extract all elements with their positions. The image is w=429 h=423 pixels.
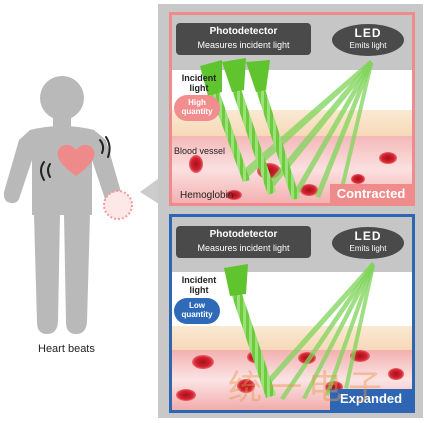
- panel-expanded: [169, 214, 415, 413]
- photodetector-title: Photodetector: [209, 26, 278, 37]
- heart-beats-caption: Heart beats: [38, 343, 95, 355]
- incident-light-label: Incident light: [177, 73, 221, 93]
- photodetector-subtitle: Measures incident light: [197, 40, 290, 50]
- blood-vessel-label: Blood vessel: [174, 146, 226, 156]
- led-title-expanded: LED: [354, 229, 382, 243]
- low-quantity-badge: [174, 298, 220, 324]
- light-word-expanded: light: [189, 285, 209, 295]
- callout-pointer: [140, 176, 162, 206]
- heart-icon: [57, 144, 95, 176]
- led-subtitle: Emits light: [349, 41, 387, 50]
- led-title: LED: [354, 26, 382, 40]
- expanded-label-bg: [330, 389, 412, 410]
- expanded-label: Expanded: [339, 391, 403, 406]
- led-ellipse-expanded: [332, 227, 404, 259]
- contracted-label: Contracted: [336, 186, 406, 201]
- incident-word-expanded: Incident: [181, 275, 217, 285]
- quantity-level-expanded: Low: [189, 301, 205, 310]
- person-figure: [3, 76, 122, 334]
- light-rays-contracted: [200, 58, 373, 200]
- quantity-level: High: [188, 98, 206, 107]
- photodetector-box: [176, 23, 311, 55]
- quantity-word-expanded: quantity: [181, 310, 213, 319]
- photodetector-title-expanded: Photodetector: [209, 229, 278, 240]
- led-subtitle-expanded: Emits light: [349, 244, 387, 253]
- photodetector-subtitle-expanded: Measures incident light: [197, 243, 290, 253]
- light-word: light: [189, 83, 209, 93]
- high-quantity-badge: [174, 95, 220, 121]
- watermark: 统一电子: [228, 369, 388, 407]
- heartbeat-lines: [40, 136, 111, 181]
- panel-contracted: [169, 12, 415, 206]
- light-rays-expanded: [224, 262, 375, 400]
- high-quantity-text: High quantity: [174, 98, 220, 116]
- quantity-word: quantity: [181, 107, 213, 116]
- low-quantity-text: Low quantity: [174, 301, 220, 319]
- led-ellipse: [332, 24, 404, 56]
- wrist-sensor-spot: [103, 190, 133, 220]
- hemoglobin-label: Hemoglobin: [180, 190, 234, 201]
- incident-light-label-expanded: Incident light: [177, 275, 221, 295]
- incident-word: Incident: [181, 73, 217, 83]
- photodetector-box-expanded: [176, 226, 311, 258]
- contracted-label-bg: [330, 184, 412, 203]
